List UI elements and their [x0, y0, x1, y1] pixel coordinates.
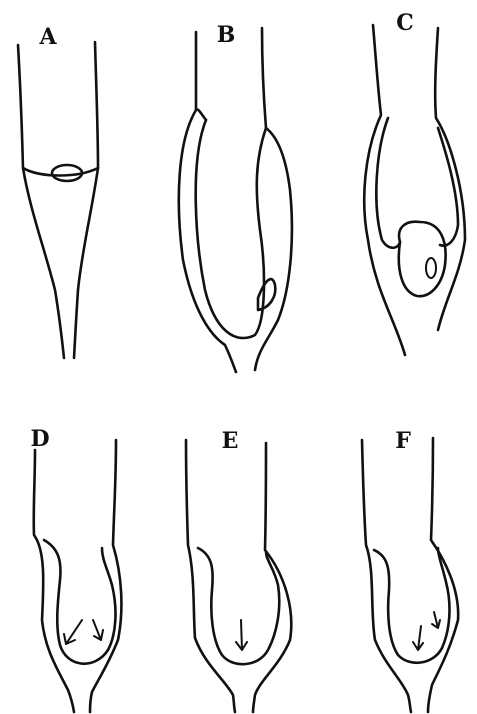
panel-label-d: D	[30, 426, 49, 452]
panel-label-b: B	[217, 22, 236, 48]
panel-label-f: F	[395, 428, 411, 454]
panel-label-a: A	[38, 24, 57, 50]
panel-label-e: E	[222, 428, 239, 454]
panel-label-c: C	[396, 10, 414, 36]
